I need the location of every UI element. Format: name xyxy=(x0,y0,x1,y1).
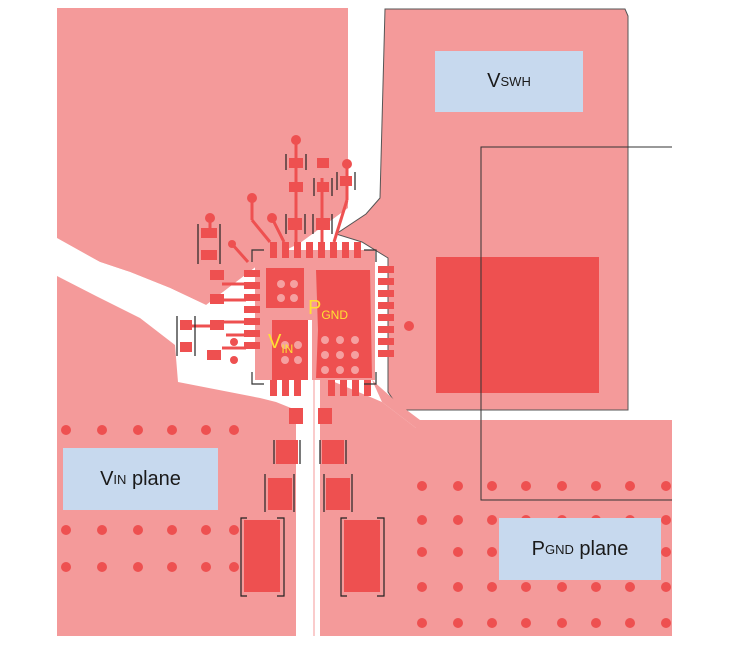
vswh-label-sub: SWH xyxy=(500,74,531,89)
via xyxy=(229,425,239,435)
via xyxy=(61,525,71,535)
via xyxy=(417,547,427,557)
via xyxy=(661,618,671,628)
via xyxy=(61,425,71,435)
pgnd-diagonal-copper xyxy=(372,380,672,428)
passive-components xyxy=(176,135,356,364)
via xyxy=(417,582,427,592)
via xyxy=(201,425,211,435)
via xyxy=(487,618,497,628)
via xyxy=(557,618,567,628)
via xyxy=(229,562,239,572)
vin-pin-label-main: V xyxy=(268,331,282,353)
via xyxy=(453,515,463,525)
via xyxy=(557,481,567,491)
via xyxy=(453,582,463,592)
vin-pin-label: VIN xyxy=(268,332,293,355)
via xyxy=(487,547,497,557)
pgnd-pin-label-main: P xyxy=(308,297,322,319)
via xyxy=(661,515,671,525)
pgnd-plane-label-sub: GND xyxy=(544,541,574,557)
via xyxy=(201,562,211,572)
via xyxy=(229,525,239,535)
pad-vias xyxy=(277,280,359,374)
ic-corner-marks xyxy=(251,249,377,385)
via xyxy=(167,562,177,572)
via xyxy=(591,481,601,491)
via xyxy=(167,525,177,535)
via xyxy=(417,515,427,525)
pgnd-pin-label: PGND xyxy=(308,298,348,321)
via xyxy=(625,618,635,628)
via xyxy=(453,481,463,491)
right-side-via xyxy=(404,321,414,331)
via xyxy=(97,562,107,572)
vin-pad xyxy=(266,268,304,308)
via xyxy=(625,481,635,491)
vswh-thermal-pad xyxy=(436,257,599,393)
via xyxy=(61,562,71,572)
vin-plane-label-sub: IN xyxy=(113,471,127,487)
pgnd-pin-label-sub: GND xyxy=(321,308,349,322)
via xyxy=(417,481,427,491)
via xyxy=(487,515,497,525)
ic-pins xyxy=(244,242,394,396)
vin-pin-label-sub: IN xyxy=(281,342,294,356)
vin-bottom-pad xyxy=(272,320,308,380)
vin-upper-plane xyxy=(57,8,348,305)
via xyxy=(521,481,531,491)
via xyxy=(661,481,671,491)
bottom-components xyxy=(240,320,385,636)
vin-plane-vias xyxy=(61,425,239,572)
via xyxy=(557,582,567,592)
via xyxy=(133,562,143,572)
via xyxy=(521,582,531,592)
ic-footprint xyxy=(244,242,414,396)
pgnd-plane-label-main: P xyxy=(531,537,545,560)
vin-plane-label-suffix: plane xyxy=(126,467,181,490)
via xyxy=(591,582,601,592)
via xyxy=(97,525,107,535)
via xyxy=(167,425,177,435)
via xyxy=(521,618,531,628)
via xyxy=(661,547,671,557)
via xyxy=(661,582,671,592)
via xyxy=(417,618,427,628)
via xyxy=(453,618,463,628)
via xyxy=(97,425,107,435)
silkscreen-outline xyxy=(480,146,672,501)
vin-plane-label-main: V xyxy=(100,467,114,490)
vswh-label-main: V xyxy=(487,70,501,92)
via xyxy=(133,425,143,435)
via xyxy=(453,547,463,557)
via xyxy=(591,618,601,628)
pgnd-pad xyxy=(316,270,372,378)
via xyxy=(625,582,635,592)
pgnd-plane-label-suffix: plane xyxy=(573,537,629,560)
via xyxy=(487,481,497,491)
via xyxy=(487,582,497,592)
white-gap xyxy=(57,240,206,312)
via xyxy=(133,525,143,535)
via xyxy=(201,525,211,535)
